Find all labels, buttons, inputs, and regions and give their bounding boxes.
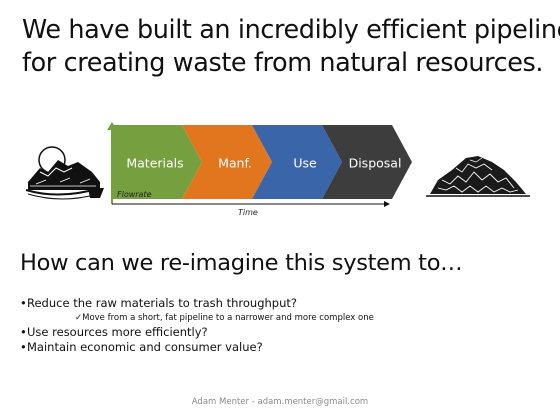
stage-chevron-manf (182, 125, 272, 199)
slide-title: We have built an incredibly efficient pi… (22, 14, 560, 80)
pipeline-svg (25, 122, 530, 207)
bullet-text: Use resources more efficiently? (27, 324, 208, 339)
stage-chevron-materials (112, 125, 202, 199)
bullet-list: •Reduce the raw materials to trash throu… (20, 296, 540, 356)
stage-chevron-use (252, 125, 342, 199)
bullet-item: •Maintain economic and consumer value? (20, 340, 540, 356)
section-subtitle: How can we re-imagine this system to… (20, 250, 463, 276)
stage-label: Manf. (218, 155, 252, 171)
title-line-1: We have built an incredibly efficient pi… (22, 15, 560, 45)
bullet-dot: • (20, 340, 27, 354)
sub-bullet-item: ✓Move from a short, fat pipeline to a na… (75, 312, 374, 323)
title-line-2: for creating waste from natural resource… (22, 48, 544, 78)
stage-label: Materials (126, 155, 184, 171)
x-axis-label: Time (238, 208, 258, 217)
bullet-item: •Use resources more efficiently? (20, 325, 540, 341)
bullet-text: Maintain economic and consumer value? (27, 340, 263, 354)
x-axis-arrowhead (384, 201, 390, 207)
bullet-dot: • (20, 296, 27, 310)
mountain-landscape-icon (25, 146, 104, 200)
y-axis-label: Flowrate (117, 190, 152, 199)
stage-label: Use (293, 155, 317, 171)
footer-credit: Adam Menter - adam.menter@gmail.com (191, 397, 369, 407)
pipeline-diagram: Materials Manf. Use Disposal Flowrate Time (0, 110, 560, 220)
bullet-dot: • (20, 324, 27, 339)
stage-chevron-disposal (322, 125, 412, 199)
bullet-text: Reduce the raw materials to trash throug… (27, 296, 298, 310)
stage-label: Disposal (348, 155, 402, 171)
trash-heap-icon (426, 156, 530, 197)
pipeline-stages (112, 125, 412, 199)
bullet-item: •Reduce the raw materials to trash throu… (20, 296, 540, 312)
